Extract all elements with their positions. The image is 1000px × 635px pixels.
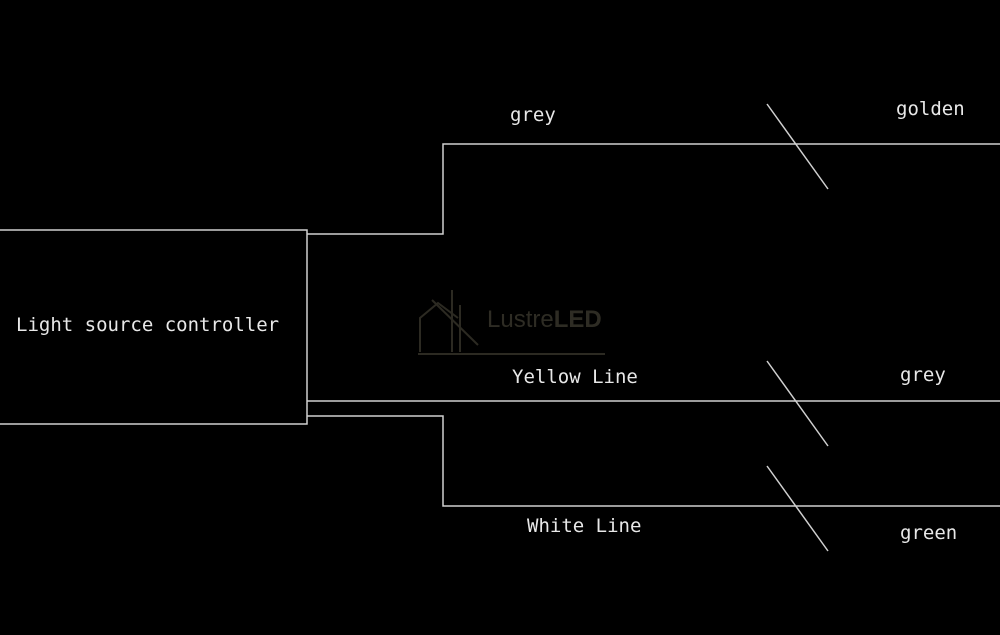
- wire-yellow-slash: [766, 360, 829, 447]
- svg-text:LustreLED: LustreLED: [487, 306, 602, 333]
- wire-white: [307, 415, 1000, 507]
- wire-grey: [307, 143, 1000, 235]
- wire-white-slash: [766, 465, 829, 552]
- wire-white-label: White Line: [527, 515, 642, 537]
- wire-white-end-label: green: [900, 522, 958, 544]
- wire-yellow-label: Yellow Line: [512, 366, 638, 388]
- controller-label: Light source controller: [16, 314, 280, 336]
- controller-box: [0, 229, 308, 425]
- wire-grey-end-label: golden: [896, 98, 965, 120]
- wire-grey-label: grey: [510, 104, 556, 126]
- wire-grey-slash: [766, 103, 829, 190]
- watermark-logo: LustreLED: [418, 290, 605, 355]
- wire-yellow-end-label: grey: [900, 364, 946, 386]
